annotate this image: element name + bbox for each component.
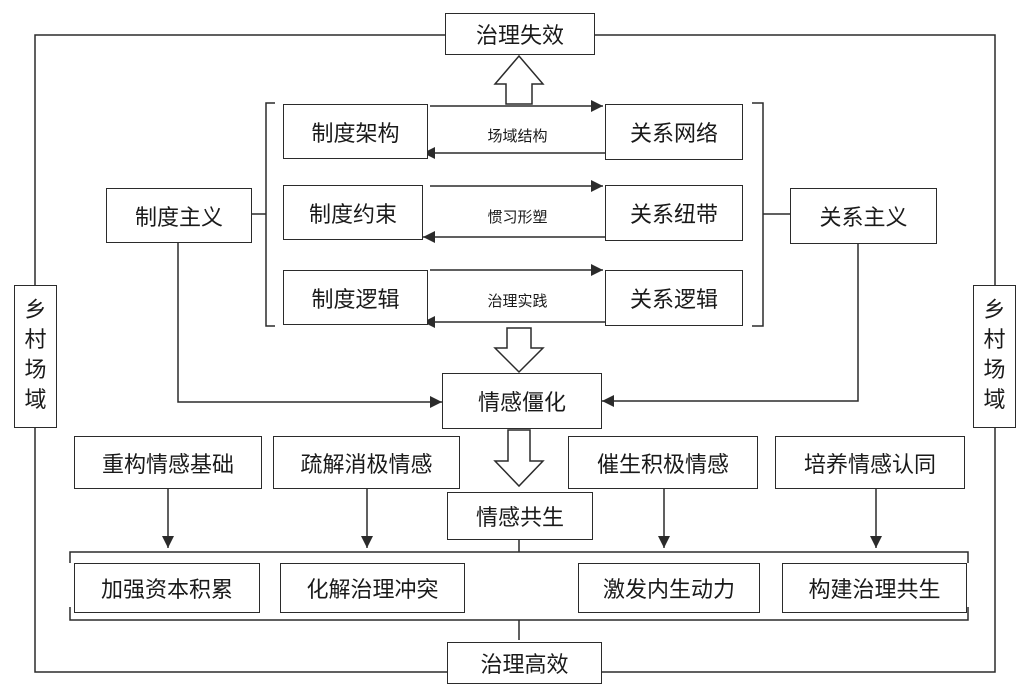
right-brace xyxy=(752,102,790,327)
relation-item-3: 关系逻辑 xyxy=(605,270,743,326)
rural-field-left: 乡村场域 xyxy=(14,285,57,428)
outcome-3: 激发内生动力 xyxy=(578,563,760,613)
mechanism-label-3: 治理实践 xyxy=(487,292,548,310)
relation-item-1: 关系网络 xyxy=(605,104,743,160)
governance-failure-box: 治理失效 xyxy=(445,13,595,55)
mechanism-label-2: 惯习形塑 xyxy=(487,208,548,226)
outcome-1: 加强资本积累 xyxy=(74,563,260,613)
strategy-3: 催生积极情感 xyxy=(568,436,758,489)
mechanism-label-1: 场域结构 xyxy=(487,127,548,145)
strategy-4: 培养情感认同 xyxy=(775,436,965,489)
outer-frame-bottom-left xyxy=(34,428,447,673)
hollow-arrow-down-2 xyxy=(493,429,545,488)
relationalism-box: 关系主义 xyxy=(790,188,937,244)
strategy-2: 疏解消极情感 xyxy=(273,436,460,489)
institution-item-3: 制度逻辑 xyxy=(283,270,428,325)
outer-frame-bottom-right xyxy=(602,428,996,673)
hollow-arrow-up xyxy=(493,54,545,105)
outcome-2: 化解治理冲突 xyxy=(280,563,465,613)
governance-efficiency-box: 治理高效 xyxy=(447,642,602,684)
institution-item-2: 制度约束 xyxy=(283,185,423,240)
rural-field-right: 乡村场域 xyxy=(973,285,1016,428)
outcome-4: 构建治理共生 xyxy=(782,563,967,613)
bottom-brace xyxy=(69,540,969,563)
hollow-arrow-down-1 xyxy=(493,327,545,374)
left-brace xyxy=(252,102,275,327)
relation-item-2: 关系纽带 xyxy=(605,185,743,241)
emotion-coexistence-box: 情感共生 xyxy=(447,492,593,540)
strategy-1: 重构情感基础 xyxy=(74,436,262,489)
institutionalism-box: 制度主义 xyxy=(106,188,252,243)
arrow-institution-to-rigidity xyxy=(177,243,442,408)
outer-frame-top-right xyxy=(595,34,996,285)
bottom-brace-lower xyxy=(69,607,969,640)
arrow-relation-to-rigidity xyxy=(602,244,859,407)
outer-frame-top xyxy=(34,34,445,285)
institution-item-1: 制度架构 xyxy=(283,104,428,159)
emotion-rigidity-box: 情感僵化 xyxy=(442,373,602,429)
